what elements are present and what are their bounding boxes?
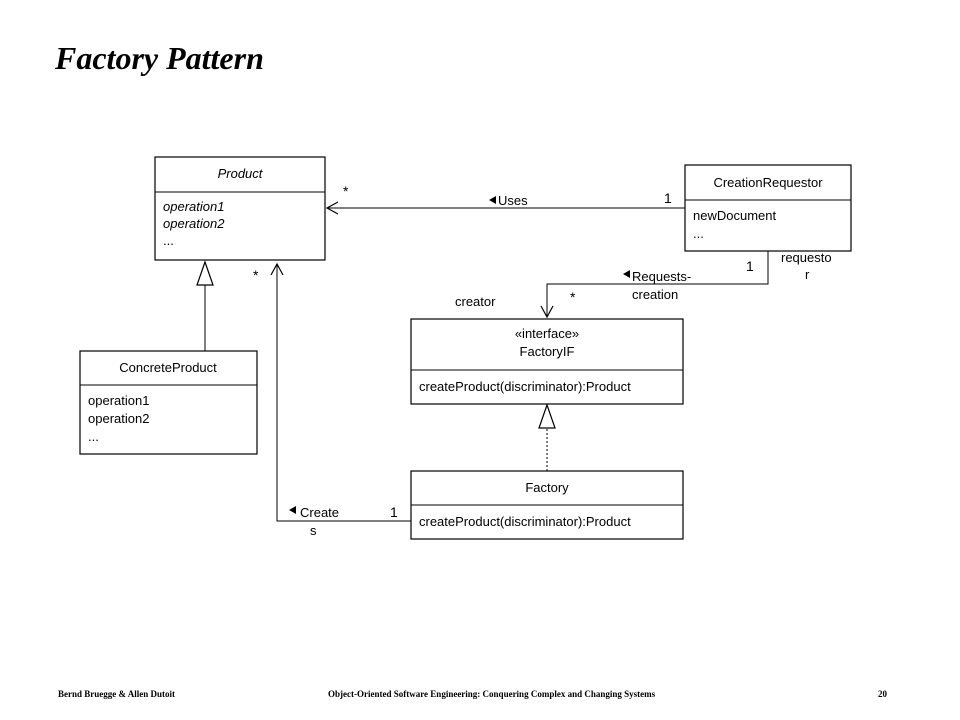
uses-mult-product: *	[343, 183, 349, 199]
association-requests-creation: Requests- creation 1 * creator requesto …	[455, 250, 832, 319]
footer-page-number: 20	[878, 689, 887, 699]
factory-if-op-1: createProduct(discriminator):Product	[419, 379, 631, 394]
creation-requestor-class-name: CreationRequestor	[713, 175, 823, 190]
product-op-3: ...	[163, 233, 174, 248]
uses-direction-icon	[489, 196, 496, 204]
creates-label-1: Create	[300, 505, 339, 520]
concrete-product-op-1: operation1	[88, 393, 149, 408]
product-op-2: operation2	[163, 216, 225, 231]
creates-mult-factory: 1	[390, 504, 398, 520]
creates-label-2: s	[310, 523, 317, 538]
factory-op-1: createProduct(discriminator):Product	[419, 514, 631, 529]
creates-mult-product: *	[253, 267, 259, 283]
uses-label: Uses	[498, 193, 528, 208]
creation-requestor-class[interactable]: CreationRequestor newDocument ...	[684, 164, 852, 252]
role-requestor-1: requesto	[781, 250, 832, 265]
factory-class[interactable]: Factory createProduct(discriminator):Pro…	[410, 470, 684, 540]
generalization-concrete-product	[196, 260, 214, 351]
concrete-product-op-3: ...	[88, 429, 99, 444]
creation-requestor-op-2: ...	[693, 226, 704, 241]
requests-creation-mult-requestor: 1	[746, 258, 754, 274]
concrete-product-class[interactable]: ConcreteProduct operation1 operation2 ..…	[79, 350, 258, 455]
footer-authors: Bernd Bruegge & Allen Dutoit	[58, 689, 175, 699]
requests-creation-mult-factory: *	[570, 289, 576, 305]
creation-requestor-op-1: newDocument	[693, 208, 776, 223]
factory-if-class-name: FactoryIF	[520, 344, 575, 359]
requests-creation-label-2: creation	[632, 287, 678, 302]
product-class-name: Product	[218, 166, 264, 181]
product-class[interactable]: Product operation1 operation2 ...	[154, 156, 326, 261]
requests-creation-direction-icon	[623, 270, 630, 278]
creates-direction-icon	[289, 506, 296, 514]
factory-class-name: Factory	[525, 480, 569, 495]
association-creates: Create s * 1	[253, 262, 411, 538]
uses-mult-requestor: 1	[664, 190, 672, 206]
realization-factory	[538, 403, 556, 471]
factory-if-interface[interactable]: «interface» FactoryIF createProduct(disc…	[410, 318, 684, 405]
concrete-product-op-2: operation2	[88, 411, 149, 426]
requests-creation-label-1: Requests-	[632, 269, 691, 284]
association-uses: Uses * 1	[325, 183, 685, 215]
factory-if-stereotype: «interface»	[515, 326, 579, 341]
slide-title: Factory Pattern	[55, 40, 264, 76]
product-op-1: operation1	[163, 199, 224, 214]
role-creator: creator	[455, 294, 496, 309]
role-requestor-2: r	[805, 267, 810, 282]
footer-book-title: Object-Oriented Software Engineering: Co…	[328, 689, 656, 699]
concrete-product-class-name: ConcreteProduct	[119, 360, 217, 375]
